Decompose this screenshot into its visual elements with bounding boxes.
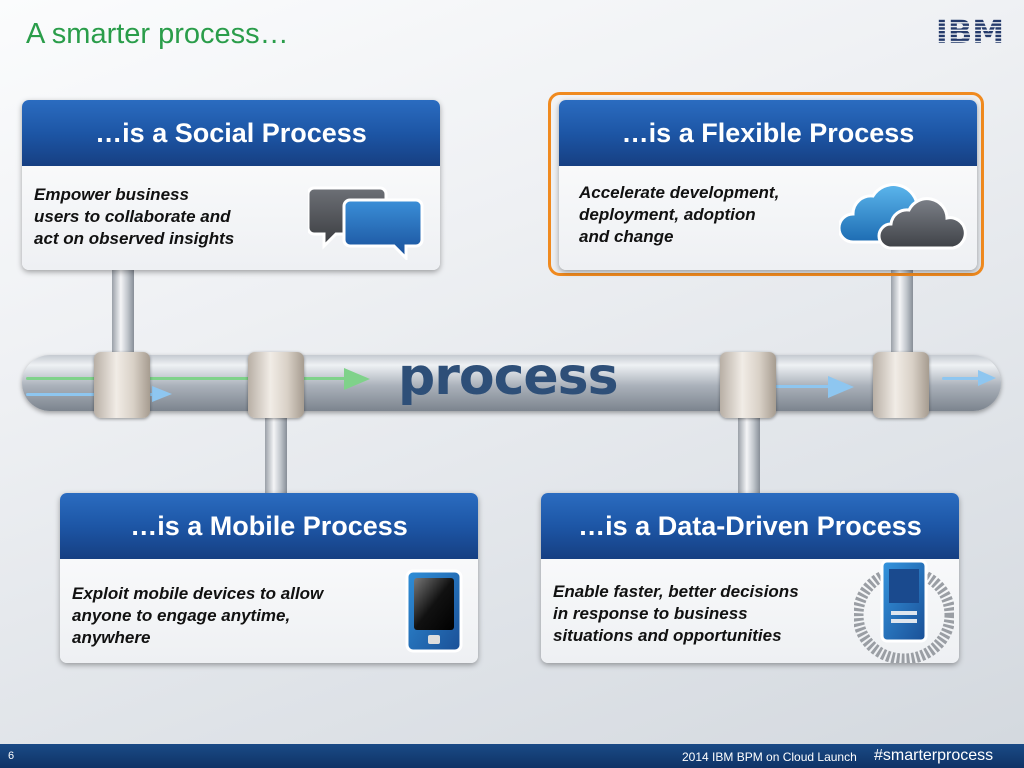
card-mobile-heading: …is a Mobile Process xyxy=(60,493,478,559)
flow-line-blue xyxy=(26,393,156,396)
coupling-3 xyxy=(720,352,776,418)
flow-arrow-blue-right-icon xyxy=(828,376,854,398)
slide-title: A smarter process… xyxy=(26,18,289,50)
coupling-1 xyxy=(94,352,150,418)
footer-event: 2014 IBM BPM on Cloud Launch xyxy=(682,750,857,764)
card-flexible-heading: …is a Flexible Process xyxy=(559,100,977,166)
server-data-icon xyxy=(854,559,954,663)
card-data-heading: …is a Data-Driven Process xyxy=(541,493,959,559)
pipe-data xyxy=(738,400,760,497)
card-flexible-text: Accelerate development, deployment, adop… xyxy=(579,183,780,246)
flow-arrow-blue-icon xyxy=(152,386,172,402)
page-number: 6 xyxy=(8,750,15,762)
card-mobile: …is a Mobile Process Exploit mobile devi… xyxy=(60,493,478,663)
mobile-device-icon xyxy=(405,569,463,653)
flow-line-green xyxy=(26,377,366,380)
card-social: …is a Social Process Empower business us… xyxy=(22,100,440,270)
card-data-text: Enable faster, better decisions in respo… xyxy=(553,582,799,645)
ibm-logo: IBM xyxy=(936,16,1004,46)
pipe-mobile xyxy=(265,400,287,497)
coupling-2 xyxy=(248,352,304,418)
flow-line-blue-end xyxy=(942,377,982,380)
flow-arrow-green-icon xyxy=(344,368,370,390)
pipe-social xyxy=(112,270,134,365)
card-mobile-text: Exploit mobile devices to allow anyone t… xyxy=(72,584,324,647)
svg-text:IBM: IBM xyxy=(936,16,1004,46)
card-social-text: Empower business users to collaborate an… xyxy=(34,185,235,248)
footer-bar: 6 2014 IBM BPM on Cloud Launch #smarterp… xyxy=(0,744,1024,768)
pipe-flexible xyxy=(891,270,913,365)
flow-line-blue-right xyxy=(722,385,832,388)
card-flexible-highlight xyxy=(548,92,984,276)
card-data: …is a Data-Driven Process Enable faster,… xyxy=(541,493,959,663)
chat-bubbles-icon xyxy=(308,186,424,260)
flow-arrow-blue-end-icon xyxy=(978,370,996,386)
card-flexible: …is a Flexible Process Accelerate develo… xyxy=(559,100,977,270)
footer-hashtag: #smarterprocess xyxy=(874,747,994,764)
coupling-4 xyxy=(873,352,929,418)
card-social-heading: …is a Social Process xyxy=(22,100,440,166)
process-tube xyxy=(22,355,1001,411)
process-label: process xyxy=(398,347,619,407)
cloud-icon xyxy=(839,183,967,250)
